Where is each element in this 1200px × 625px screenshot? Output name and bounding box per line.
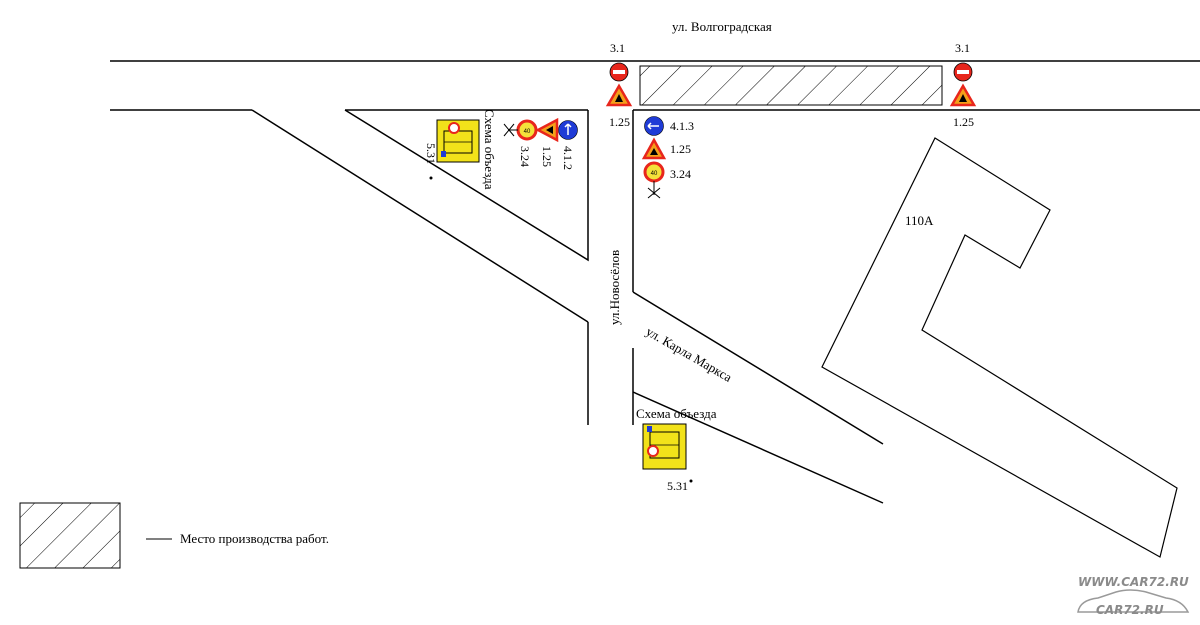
roadworks-sign-mid	[641, 137, 667, 160]
sign-group-triangle: 40 4.1.2 1.25 3.24	[503, 117, 578, 170]
speed-limit-sign-triangle: 40	[516, 119, 538, 141]
detour-scheme-sign-bottom	[642, 423, 687, 470]
karla-marksa-west-edge	[251, 109, 589, 323]
sign-label-3-24-left: 3.24	[518, 146, 532, 167]
sign-label-1-25-left: 1.25	[540, 146, 554, 167]
speed-value-mid: 40	[651, 171, 658, 177]
turn-left-mandatory-icon	[644, 116, 664, 136]
sign-label-4-1-3: 4.1.3	[670, 119, 694, 133]
sign-group-novoselov-east: 4.1.3 1.25 40 3.24	[641, 116, 694, 199]
karla-marksa-north-edge	[632, 291, 884, 445]
road-network	[110, 60, 1200, 504]
watermark-logo: CAR72.RU	[1096, 603, 1164, 617]
sign-post-dot-left	[429, 176, 433, 180]
building-110a	[821, 137, 1178, 558]
speed-limit-sign-mid: 40	[643, 161, 665, 183]
no-entry-sign-right	[953, 62, 973, 82]
sign-post-mark-mid	[647, 187, 661, 199]
sign-post-dot-bottom	[689, 479, 693, 483]
legend-work-zone-label: Место производства работ.	[180, 531, 329, 546]
car-logo-icon	[1077, 589, 1190, 613]
sign-label-1-25-mid: 1.25	[670, 142, 691, 156]
turn-left-mandatory-icon-left	[558, 120, 578, 140]
detour-sign-bottom-group: Схема объезда 5.31	[636, 406, 717, 493]
street-label-novoselov: ул.Новосёлов	[607, 250, 622, 325]
roadworks-sign-triangle	[535, 117, 559, 143]
sign-label-5-31-bottom: 5.31	[667, 479, 688, 493]
karla-marksa-south-edge	[632, 391, 884, 504]
no-entry-sign-left	[609, 62, 629, 82]
roadworks-sign-left	[605, 83, 633, 107]
street-label-volgogradskaya: ул. Волгоградская	[672, 19, 772, 34]
detour-label-left: Схема объезда	[482, 109, 497, 190]
watermark-url: WWW.CAR72.RU	[1078, 575, 1189, 589]
sign-label-1-25-top-left: 1.25	[609, 115, 630, 129]
legend-work-zone-swatch	[19, 502, 121, 569]
work-zone-area	[639, 65, 943, 106]
sign-label-3-24-mid: 3.24	[670, 167, 691, 181]
sign-label-3-1-left: 3.1	[610, 41, 625, 55]
detour-scheme-sign-left	[436, 119, 480, 163]
sign-label-1-25-top-right: 1.25	[953, 115, 974, 129]
sign-group-top-left: 3.1 1.25	[605, 41, 633, 129]
speed-value-triangle: 40	[524, 129, 531, 135]
detour-label-bottom: Схема объезда	[636, 406, 717, 421]
sign-label-5-31-left: 5.31	[424, 143, 438, 164]
roadworks-sign-right	[949, 83, 977, 107]
legend: Место производства работ.	[19, 502, 329, 569]
sign-label-4-1-2: 4.1.2	[561, 146, 575, 170]
sign-label-3-1-right: 3.1	[955, 41, 970, 55]
watermark: WWW.CAR72.RU CAR72.RU	[1077, 575, 1190, 617]
sign-group-top-right: 3.1 1.25	[949, 41, 977, 129]
detour-sign-left-group: Схема объезда 5.31	[424, 109, 497, 190]
street-label-karla-marksa: ул. Карла Маркса	[644, 324, 735, 385]
triangle-block-edge	[344, 109, 589, 262]
building-number: 110А	[905, 213, 934, 228]
sign-post-mark-triangle	[503, 123, 515, 137]
